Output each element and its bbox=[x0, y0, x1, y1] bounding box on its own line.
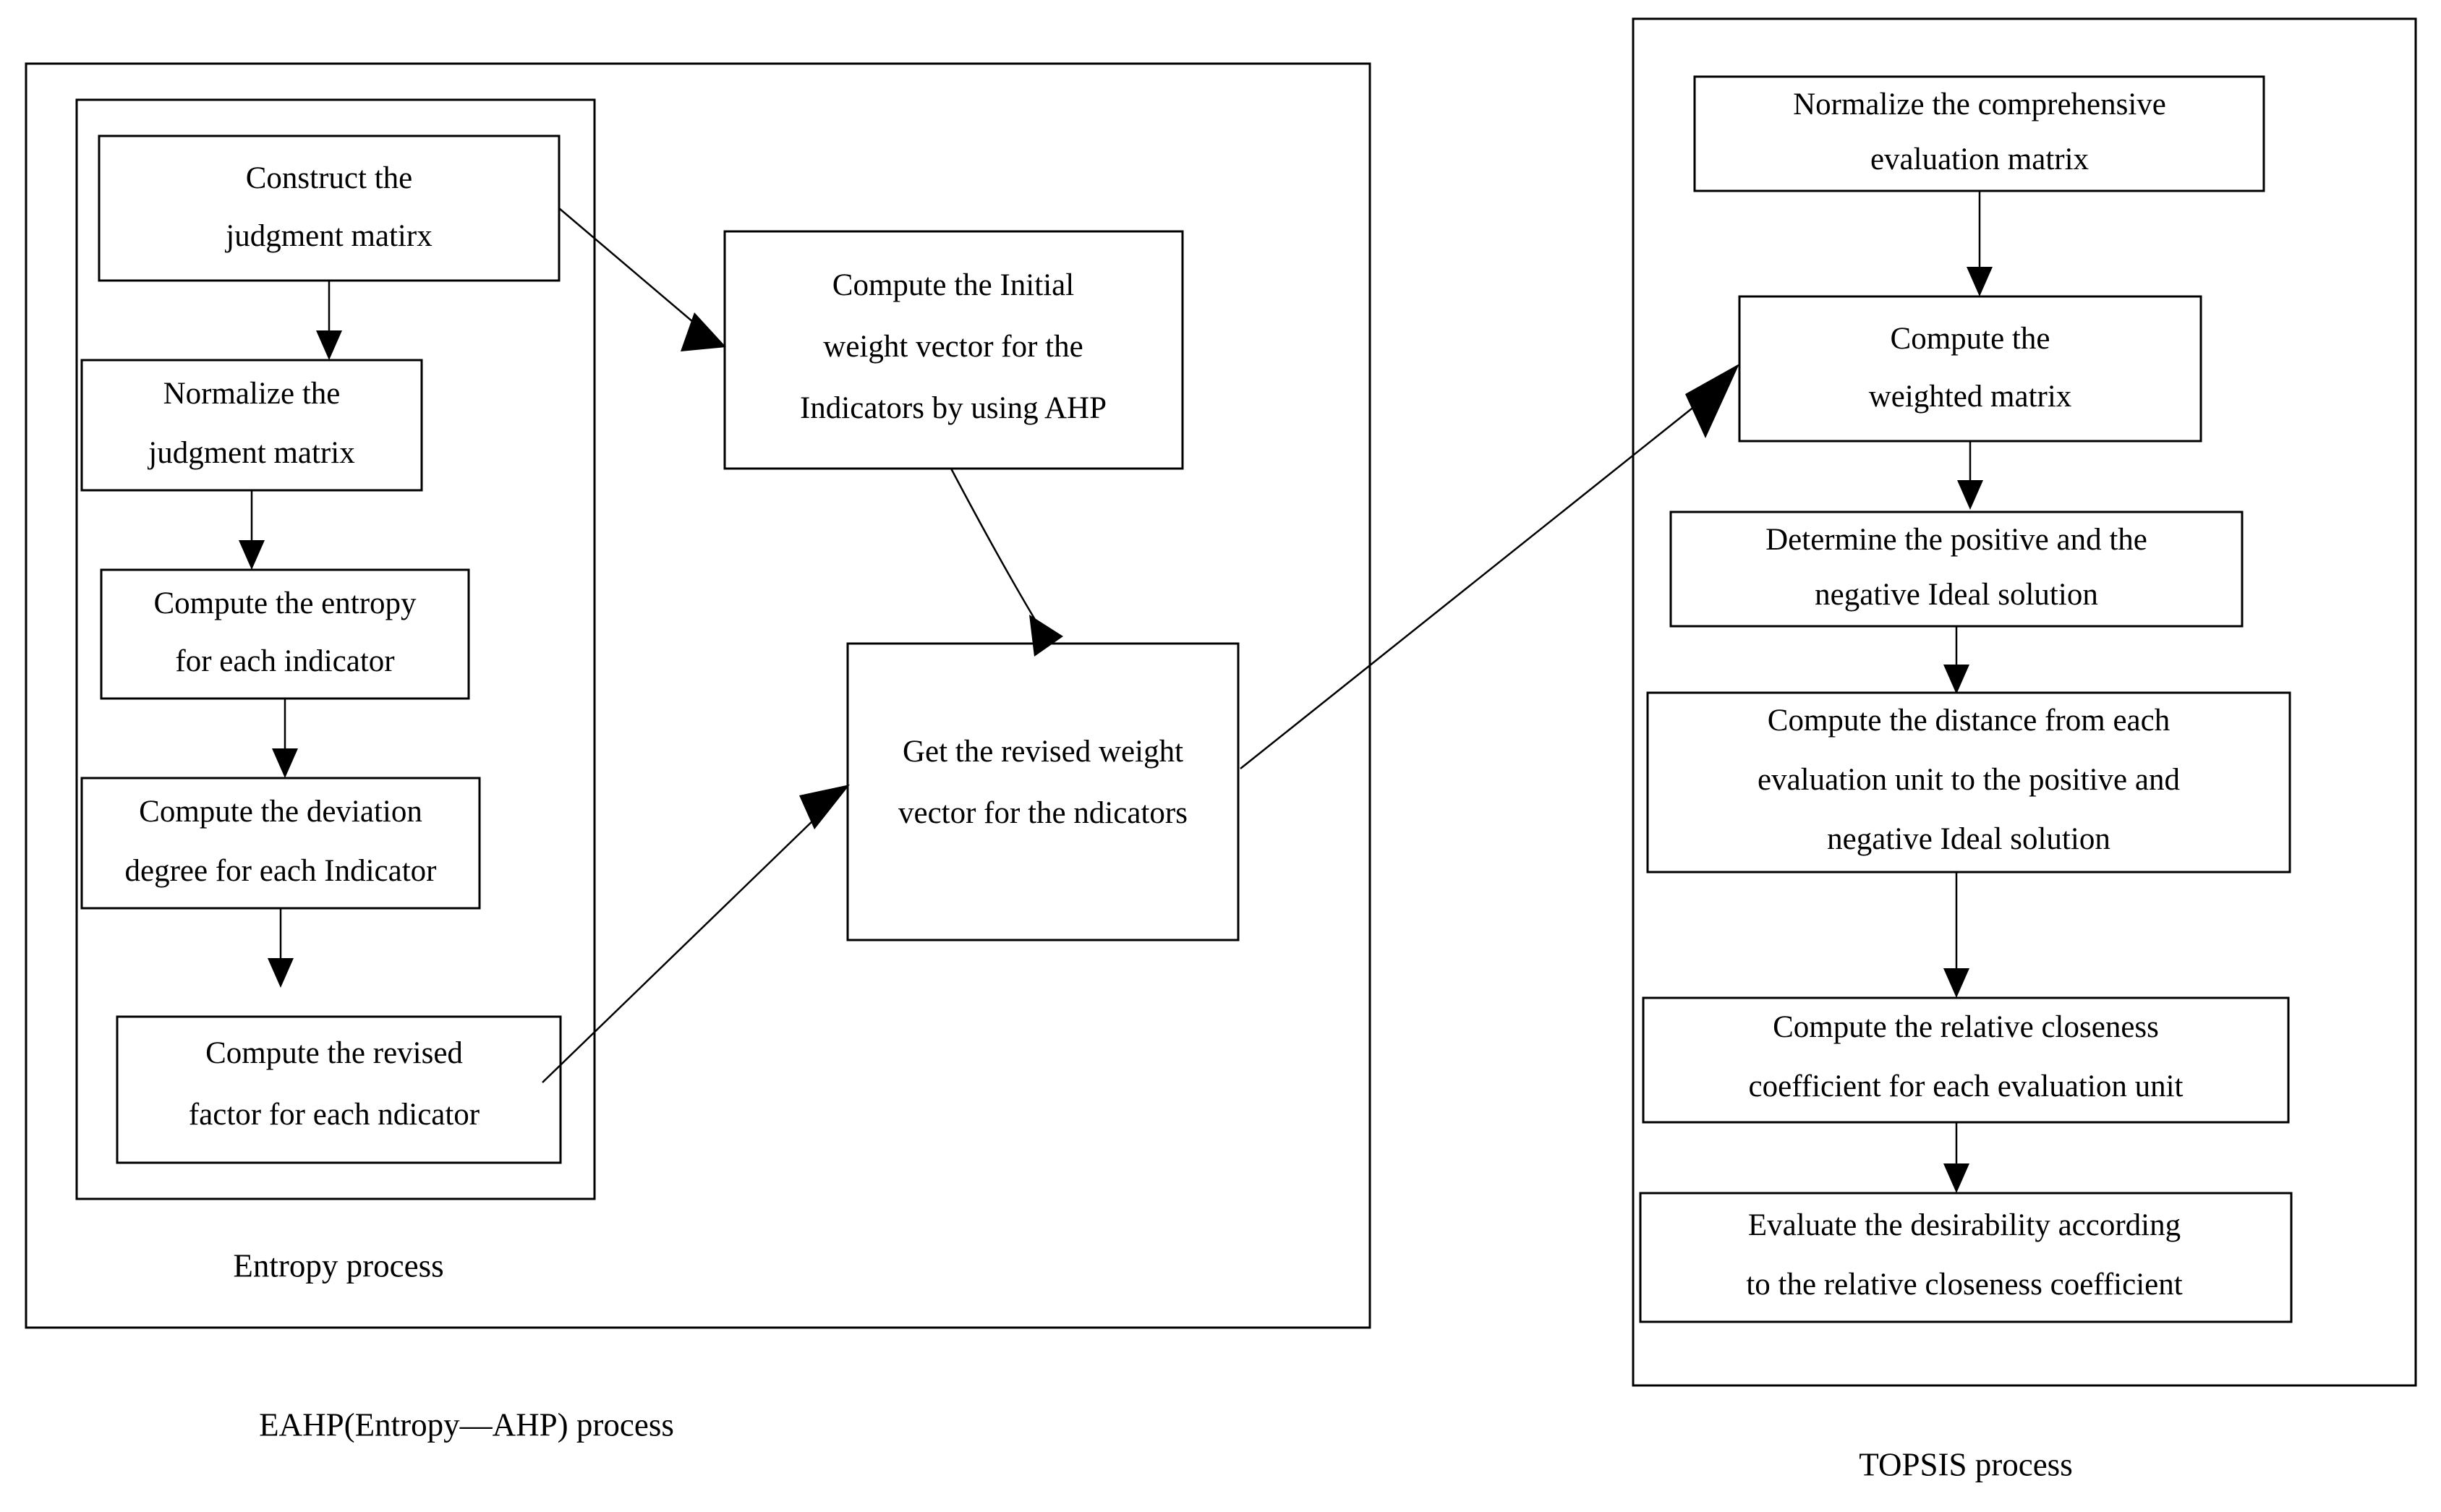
arrowhead-entropy-to-deviation bbox=[272, 748, 298, 778]
node-normalize-comprehensive-line-1: Normalize the comprehensive bbox=[1793, 87, 2166, 121]
arrowhead-deviation-to-revised-factor bbox=[268, 958, 294, 988]
node-get-revised-weight-line-2: vector for the ndicators bbox=[898, 796, 1188, 830]
node-compute-initial-weight-line-2: weight vector for the bbox=[823, 330, 1083, 364]
arrowhead-closeness-to-desirability bbox=[1943, 1163, 1969, 1193]
node-get-revised-weight[interactable] bbox=[846, 642, 1240, 941]
node-normalize-judgment-matrix-line-2: judgment matrix bbox=[147, 436, 354, 470]
node-compute-weighted-matrix-line-1: Compute the bbox=[1891, 322, 2050, 356]
group-label-entropy: Entropy process bbox=[233, 1247, 443, 1284]
node-compute-entropy-line-2: for each indicator bbox=[175, 644, 394, 678]
arrowhead-normalize-to-entropy bbox=[239, 540, 265, 570]
node-compute-deviation[interactable] bbox=[80, 777, 481, 910]
node-evaluate-desirability-line-1: Evaluate the desirability according bbox=[1748, 1208, 2181, 1242]
node-compute-distance[interactable] bbox=[1646, 691, 2291, 874]
node-evaluate-desirability[interactable] bbox=[1639, 1192, 2293, 1323]
group-border-eahp bbox=[25, 62, 1371, 1329]
arrowhead-construct-to-initial-weight bbox=[681, 312, 726, 351]
node-compute-deviation-line-1: Compute the deviation bbox=[139, 795, 422, 829]
node-compute-distance-line-1: Compute the distance from each bbox=[1768, 704, 2170, 738]
node-compute-entropy[interactable] bbox=[100, 568, 470, 700]
node-normalize-comprehensive[interactable] bbox=[1693, 75, 2265, 192]
group-label-topsis: TOPSIS process bbox=[1859, 1446, 2072, 1482]
arrowhead-revised-weight-to-weighted-matrix bbox=[1685, 364, 1739, 438]
node-determine-ideal-solution[interactable] bbox=[1669, 511, 2244, 628]
node-compute-entropy-line-1: Compute the entropy bbox=[153, 586, 417, 620]
node-compute-revised-factor-line-2: factor for each ndicator bbox=[189, 1098, 480, 1132]
node-compute-initial-weight-line-1: Compute the Initial bbox=[832, 268, 1074, 302]
arrowhead-distance-to-closeness bbox=[1943, 968, 1969, 998]
node-construct-judgment-matrix-line-1: Construct the bbox=[246, 161, 413, 195]
node-compute-initial-weight[interactable] bbox=[723, 230, 1184, 470]
node-determine-ideal-solution-line-2: negative Ideal solution bbox=[1815, 578, 2098, 612]
node-compute-initial-weight-line-3: Indicators by using AHP bbox=[800, 391, 1107, 425]
node-compute-closeness-line-1: Compute the relative closeness bbox=[1773, 1010, 2159, 1044]
connector-construct-to-initial-weight bbox=[558, 208, 713, 339]
node-compute-revised-factor[interactable] bbox=[116, 1015, 562, 1164]
node-compute-weighted-matrix-line-2: weighted matrix bbox=[1869, 380, 2072, 414]
node-compute-distance-line-2: evaluation unit to the positive and bbox=[1758, 763, 2180, 797]
node-construct-judgment-matrix[interactable] bbox=[98, 134, 561, 282]
node-get-revised-weight-line-1: Get the revised weight bbox=[903, 735, 1183, 769]
node-compute-revised-factor-line-1: Compute the revised bbox=[205, 1036, 463, 1070]
node-compute-deviation-line-2: degree for each Indicator bbox=[125, 854, 437, 888]
connector-initial-weight-to-revised-weight bbox=[950, 468, 1047, 637]
node-normalize-judgment-matrix-line-1: Normalize the bbox=[163, 377, 341, 411]
node-compute-closeness-line-2: coefficient for each evaluation unit bbox=[1749, 1069, 2184, 1103]
node-compute-distance-line-3: negative Ideal solution bbox=[1827, 822, 2110, 856]
node-compute-weighted-matrix[interactable] bbox=[1738, 295, 2202, 443]
node-determine-ideal-solution-line-1: Determine the positive and the bbox=[1765, 523, 2147, 557]
group-border-topsis bbox=[1632, 17, 2417, 1387]
node-compute-closeness[interactable] bbox=[1642, 996, 2290, 1124]
arrowhead-weighted-to-determine-ideal bbox=[1957, 480, 1983, 510]
connector-revised-factor-to-revised-weight bbox=[542, 795, 840, 1083]
arrowhead-determine-ideal-to-distance bbox=[1943, 665, 1969, 694]
node-construct-judgment-matrix-line-2: judgment matirx bbox=[224, 219, 432, 253]
arrowhead-construct-to-normalize bbox=[316, 330, 342, 360]
node-normalize-comprehensive-line-2: evaluation matrix bbox=[1870, 142, 2089, 176]
group-label-eahp: EAHP(Entropy—AHP) process bbox=[259, 1406, 674, 1443]
node-normalize-judgment-matrix[interactable] bbox=[80, 359, 423, 492]
arrowhead-initial-weight-to-revised-weight bbox=[1029, 615, 1063, 657]
group-border-entropy bbox=[75, 98, 596, 1200]
arrowhead-normalize-comprehensive-to-weighted bbox=[1967, 267, 1993, 296]
node-evaluate-desirability-line-2: to the relative closeness coefficient bbox=[1746, 1268, 2182, 1302]
connector-revised-weight-to-weighted-matrix bbox=[1240, 377, 1731, 769]
arrowhead-revised-factor-to-revised-weight bbox=[799, 785, 850, 829]
